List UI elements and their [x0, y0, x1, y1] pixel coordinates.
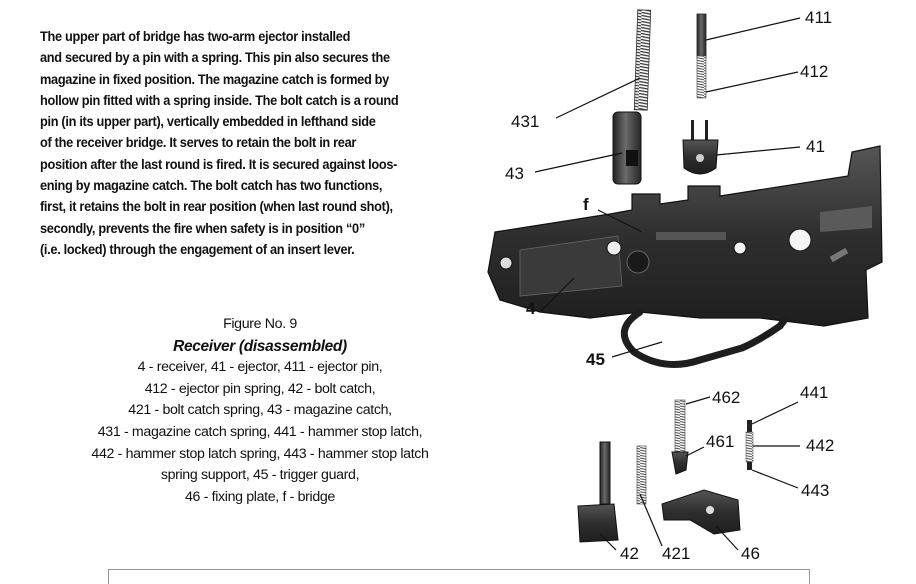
leader-45: [611, 341, 663, 358]
figure-number: Figure No. 9: [223, 316, 297, 332]
paragraph-line: ening by magazine catch. The bolt catch …: [40, 178, 383, 195]
trigger-guard-part: [621, 308, 790, 368]
figure-legend-line: 431 - magazine catch spring, 441 - hamme…: [97, 423, 423, 440]
callout-461: 461: [706, 432, 735, 451]
callout-441: 441: [800, 383, 829, 402]
figure-caption: Figure No. 9 Receiver (disassembled) 4 -…: [20, 314, 500, 508]
callout-41: 41: [806, 137, 825, 156]
leader-f: [597, 209, 643, 233]
leader-421: [639, 493, 663, 547]
paragraph-line: first, it retains the bolt in rear posit…: [40, 199, 393, 216]
paragraph-line: of the receiver bridge. It serves to ret…: [40, 135, 357, 152]
leader-43: [534, 152, 623, 173]
paragraph-line: pin (in its upper part), vertically embe…: [40, 114, 376, 131]
leader-4: [539, 277, 575, 313]
callout-431: 431: [511, 112, 540, 131]
spring-462-part: [674, 399, 686, 453]
paragraph-line: The upper part of bridge has two-arm eje…: [40, 29, 351, 45]
magazine-catch-part: [612, 111, 642, 185]
leader-462: [685, 396, 711, 405]
hammer-stop-latch-part: [747, 420, 752, 432]
figure-legend-line: 421 - bolt catch spring, 43 - magazine c…: [128, 402, 392, 419]
leader-431: [555, 77, 641, 119]
callout-443: 443: [801, 481, 830, 500]
figure-legend-line: spring support, 45 - trigger guard,: [160, 467, 360, 484]
callout-43: 43: [505, 164, 524, 183]
leader-46: [715, 525, 739, 551]
figure-legend-line: 46 - fixing plate, f - bridge: [185, 488, 335, 505]
ejector-pin-part: [696, 13, 707, 59]
paragraph-line: magazine in fixed position. The magazine…: [40, 71, 389, 88]
leader-441: [751, 401, 799, 425]
figure-legend-line: 442 - hammer stop latch spring, 443 - ha…: [91, 445, 429, 462]
callout-45: 45: [586, 350, 605, 369]
paragraph-line: hollow pin fitted with a spring inside. …: [40, 92, 399, 109]
part-461: [671, 451, 689, 475]
leader-443: [751, 469, 799, 489]
paragraph-line: position after the last round is fired. …: [40, 156, 398, 173]
callout-462: 462: [712, 388, 741, 407]
figure-legend-line: 412 - ejector pin spring, 42 - bolt catc…: [144, 380, 376, 397]
leader-42: [599, 533, 617, 551]
ejector-part: [682, 120, 719, 175]
leader-412: [705, 71, 799, 93]
figure-legend-line: 4 - receiver, 41 - ejector, 411 - ejecto…: [137, 359, 383, 376]
hammer-stop-latch-spring-part: [745, 431, 754, 463]
paragraph-line: secondly, prevents the fire when safety …: [40, 220, 365, 237]
description-paragraph: The upper part of bridge has two-arm eje…: [40, 27, 456, 261]
leader-461: [685, 446, 705, 457]
leader-41: [715, 146, 801, 156]
receiver-part: [487, 145, 883, 327]
figure-title: Receiver (disassembled): [173, 337, 347, 355]
callout-4: 4: [526, 299, 536, 318]
callout-42: 42: [620, 544, 639, 563]
hammer-stop-latch-spring-support-part: [747, 462, 752, 470]
callout-412: 412: [800, 62, 829, 81]
paragraph-line: (i.e. locked) through the engagement of …: [40, 241, 355, 258]
bolt-catch-part: [577, 441, 619, 543]
callout-442: 442: [806, 436, 835, 455]
bolt-catch-spring-part: [636, 445, 647, 505]
ejector-pin-spring-part: [696, 55, 707, 99]
callout-411: 411: [805, 8, 833, 27]
leader-lines: [534, 17, 801, 551]
callout-f: f: [583, 195, 589, 214]
fixing-plate-part: [661, 489, 741, 535]
callout-46: 46: [741, 544, 760, 563]
bottom-cut-off-box: [108, 569, 810, 584]
callout-421: 421: [662, 544, 691, 563]
leader-411: [705, 17, 801, 41]
paragraph-line: and secured by a pin with a spring. This…: [40, 50, 390, 67]
magazine-catch-spring-part: [633, 9, 652, 111]
